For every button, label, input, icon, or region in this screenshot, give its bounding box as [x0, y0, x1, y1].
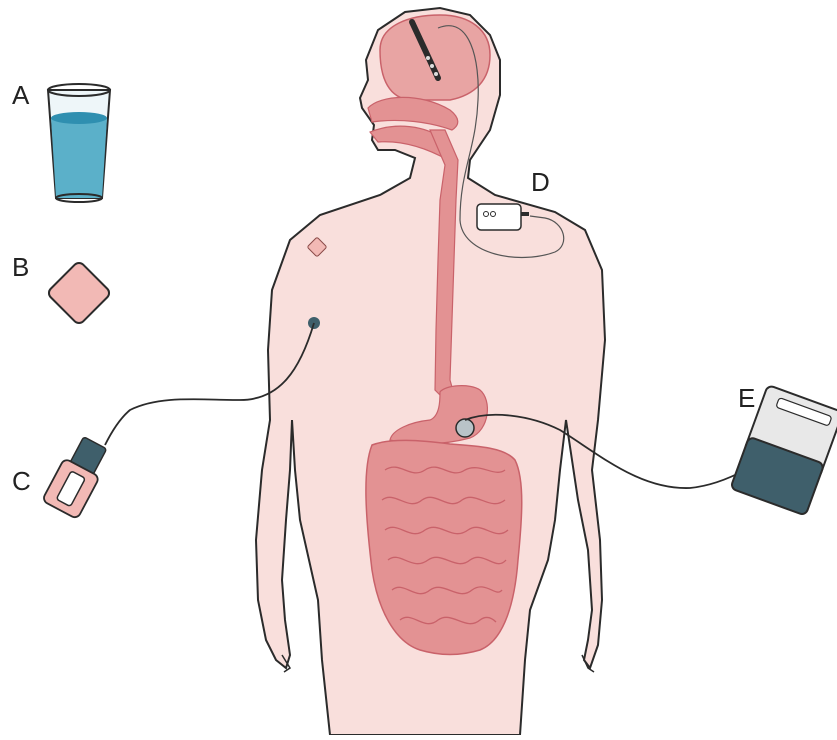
label-a: A [12, 80, 29, 111]
label-d: D [531, 167, 550, 198]
skin-patch [46, 260, 111, 325]
label-e: E [738, 383, 755, 414]
electrode-contact-2 [430, 64, 434, 68]
water-glass [48, 84, 110, 202]
brain [380, 15, 490, 100]
label-c: C [12, 466, 31, 497]
electrode-contact-1 [426, 56, 430, 60]
handheld-reader [42, 433, 113, 519]
label-b: B [12, 252, 29, 283]
stimulator-connector [521, 212, 529, 216]
gastric-electrode [456, 419, 474, 437]
implanted-stimulator [477, 204, 521, 230]
electrode-contact-3 [434, 72, 438, 76]
